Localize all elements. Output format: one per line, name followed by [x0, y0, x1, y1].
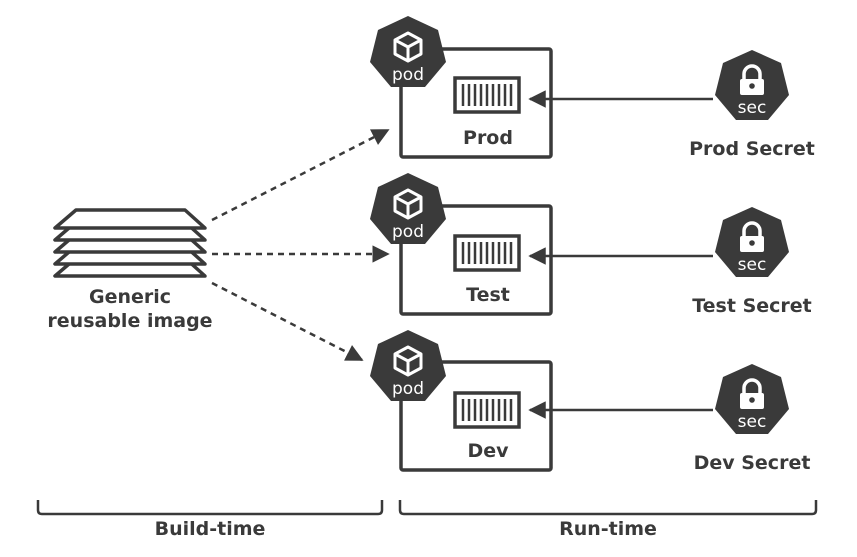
secret-badge-text: sec: [738, 412, 767, 432]
secret-label: Test Secret: [692, 295, 812, 317]
image-label-line1: Generic: [89, 286, 171, 308]
run-time-label: Run-time: [559, 518, 657, 540]
layered-image-icon: [53, 208, 207, 278]
secret-icon: sec: [715, 364, 789, 434]
secret-icon: sec: [715, 207, 789, 277]
pod-badge-text: pod: [392, 222, 424, 242]
run-time-bracket: [398, 500, 818, 516]
pod-icon: pod: [370, 16, 446, 87]
secret-label: Dev Secret: [694, 452, 811, 474]
deploy-arrow-prod: [211, 128, 390, 222]
secret-label: Prod Secret: [689, 138, 815, 160]
env-name: Prod: [463, 127, 513, 149]
pod-badge-text: pod: [392, 65, 424, 85]
image-label-line2: reusable image: [47, 310, 212, 332]
secret-icon: sec: [715, 50, 789, 120]
env-name: Dev: [467, 440, 509, 462]
container-icon: [453, 391, 521, 429]
env-prod: Prod pod sec Prod Secret: [370, 16, 815, 160]
env-name: Test: [466, 284, 510, 306]
build-time-label: Build-time: [155, 518, 266, 540]
pod-badge-text: pod: [392, 379, 424, 399]
build-time-bracket: [36, 500, 384, 516]
env-dev: Dev pod sec Dev Secret: [370, 330, 810, 474]
secret-badge-text: sec: [738, 255, 767, 275]
deploy-arrow-dev: [211, 281, 364, 362]
secret-badge-text: sec: [738, 98, 767, 118]
container-icon: [453, 76, 521, 114]
pod-icon: pod: [370, 330, 446, 401]
deploy-arrows: [211, 128, 390, 362]
pod-icon: pod: [370, 173, 446, 244]
env-test: Test pod sec Test Secret: [370, 173, 812, 317]
container-icon: [453, 234, 521, 272]
